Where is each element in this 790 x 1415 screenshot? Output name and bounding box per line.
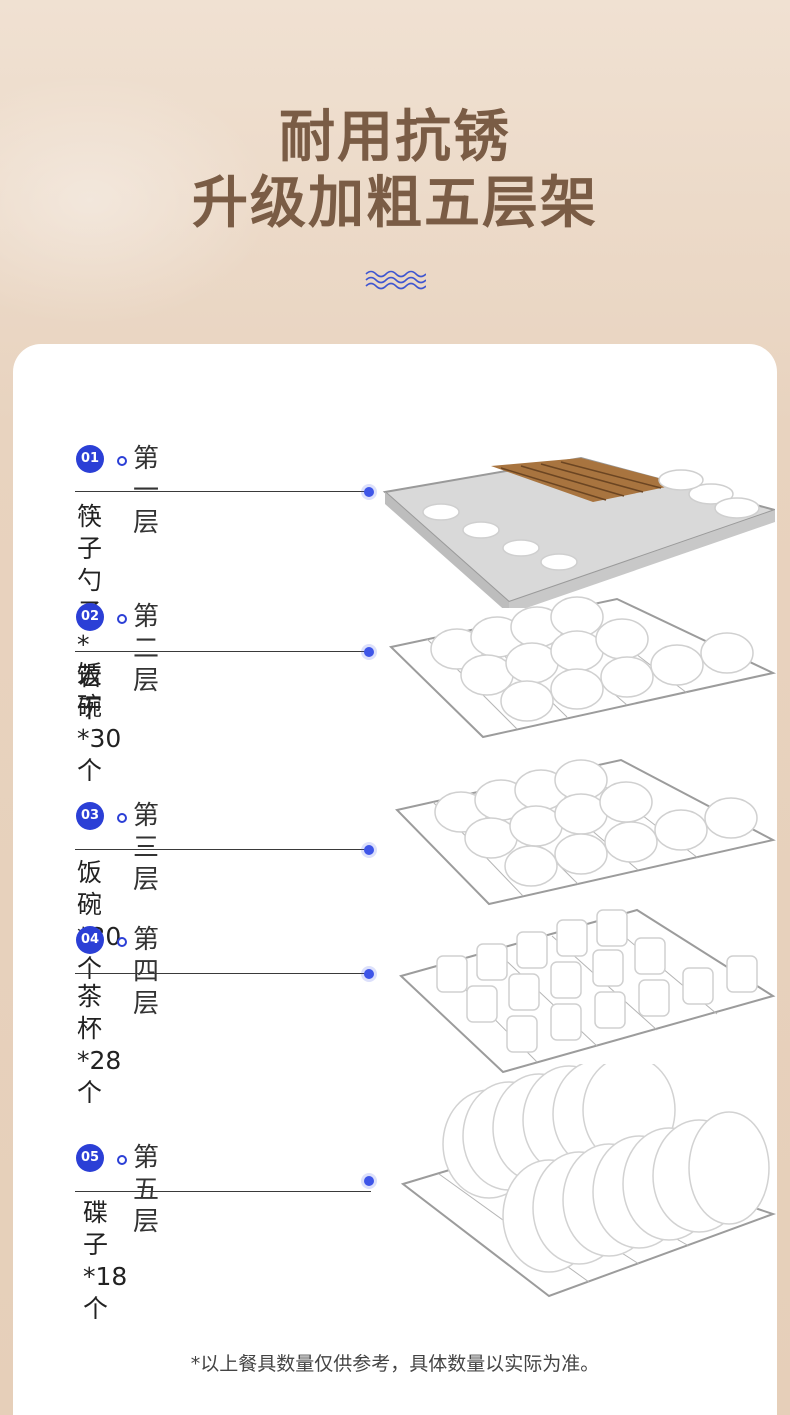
layer-contents: 碟子*18个 [83,1198,128,1323]
connector-dot-icon [364,1176,374,1186]
bullet-dot-icon [117,614,127,624]
cutlery-tray-icon [382,456,775,608]
headline-primary: 耐用抗锈 [279,105,511,170]
connector-dot-icon [364,487,374,497]
layer-title: 第四层 [133,925,160,1019]
bowl-rack-icon [395,758,776,906]
disclaimer-note: *以上餐具数量仅供参考，具体数量以实际为准。 [190,1353,600,1375]
connector-dot-icon [364,647,374,657]
layer-number-badge: 04 [76,926,104,954]
plate-rack-icon [400,1064,777,1298]
bullet-dot-icon [117,937,127,947]
layer-title: 第五层 [133,1143,160,1237]
bowl-rack-icon [388,596,777,739]
layer-number-badge: 01 [76,445,104,473]
bullet-dot-icon [117,813,127,823]
connector-line [75,973,371,974]
layer-number-badge: 02 [76,603,104,631]
connector-line [75,651,371,652]
content-card: 01 第一层 筷子勺子*若干 02 第二层 [13,344,777,1415]
connector-dot-icon [364,969,374,979]
connector-line [75,491,371,492]
connector-line [75,1191,371,1192]
layer-title: 第二层 [133,602,160,696]
layer-title: 第三层 [133,801,160,895]
headline-secondary: 升级加粗五层架 [192,171,598,236]
connector-line [75,849,371,850]
connector-dot-icon [364,845,374,855]
layer-contents: 茶杯*28个 [77,982,122,1107]
bullet-dot-icon [117,1155,127,1165]
bullet-dot-icon [117,456,127,466]
layer-contents: 饭碗*30个 [77,858,122,983]
layer-number-badge: 05 [76,1144,104,1172]
cup-rack-icon [399,908,776,1074]
layer-number-badge: 03 [76,802,104,830]
layer-contents: 饭碗*30个 [77,660,122,785]
wave-divider-icon [365,270,426,290]
